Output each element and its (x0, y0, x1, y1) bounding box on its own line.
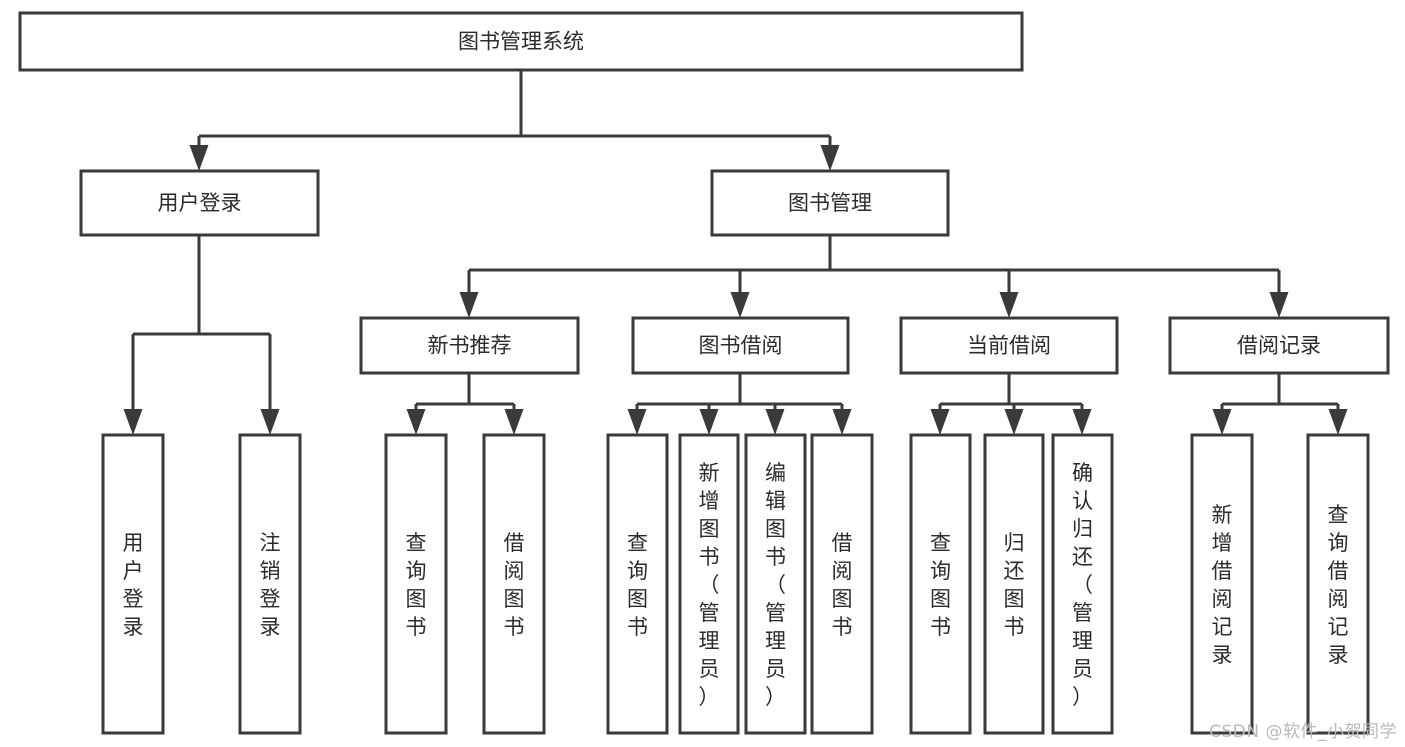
level3-box[interactable] (359, 316, 580, 375)
level3-label: 新书推荐 (428, 334, 512, 358)
leaf-box[interactable] (1051, 433, 1114, 735)
level2-label: 用户登录 (158, 191, 242, 215)
leaf-label: 查询借阅记录 (1328, 503, 1349, 667)
leaf-box[interactable] (238, 433, 302, 735)
group-3-branch-1-head (1328, 409, 1348, 435)
level3-label: 图书借阅 (699, 334, 783, 358)
root-branch-0-head (189, 145, 209, 171)
leaf-box[interactable] (678, 433, 740, 735)
leaf-label: 注销登录 (260, 531, 281, 639)
leaf-box[interactable] (909, 433, 972, 735)
csdn-watermark: CSDN @软件_小贺同学 (1209, 722, 1397, 742)
login-branch-0-head (123, 409, 143, 435)
group-0-branch-0-head (406, 409, 426, 435)
root-node[interactable]: 图书管理系统 (18, 11, 1024, 72)
leaf-node[interactable]: 新增借阅记录 (1190, 433, 1254, 735)
leaf-label: 新增图书（管理员） (699, 461, 720, 709)
leaf-label: 借阅图书 (832, 531, 853, 639)
group-1-branch-3-head (832, 409, 852, 435)
manage-branch-1-head (730, 292, 750, 318)
leaf-label: 确认归还（管理员） (1072, 461, 1093, 709)
leaf-box[interactable] (482, 433, 546, 735)
level3-box[interactable] (1168, 316, 1390, 375)
level3-node[interactable]: 图书借阅 (631, 316, 850, 375)
group-1-branch-0-head (627, 409, 647, 435)
level2-label: 图书管理 (788, 191, 872, 215)
root-branch-1-head (820, 145, 840, 171)
leaf-node[interactable]: 编辑图书（管理员） (744, 433, 807, 735)
root-box[interactable] (18, 11, 1024, 72)
leaf-node[interactable]: 注销登录 (238, 433, 302, 735)
group-3-branch-0-head (1212, 409, 1232, 435)
group-2-branch-0-head (930, 409, 950, 435)
leaf-box[interactable] (810, 433, 874, 735)
leaf-node[interactable]: 归还图书 (983, 433, 1045, 735)
level2-box[interactable] (79, 169, 320, 237)
level3-node[interactable]: 新书推荐 (359, 316, 580, 375)
group-0-branch-1-head (504, 409, 524, 435)
leaf-label: 借阅图书 (504, 531, 525, 639)
leaf-node[interactable]: 查询图书 (606, 433, 669, 735)
leaf-box[interactable] (606, 433, 669, 735)
root-label: 图书管理系统 (458, 30, 584, 54)
leaf-node[interactable]: 查询图书 (384, 433, 448, 735)
leaf-node[interactable]: 借阅图书 (482, 433, 546, 735)
leaf-node[interactable]: 借阅图书 (810, 433, 874, 735)
leaf-box[interactable] (744, 433, 807, 735)
level3-node[interactable]: 当前借阅 (899, 316, 1119, 375)
level2-node[interactable]: 用户登录 (79, 169, 320, 237)
leaf-box[interactable] (101, 433, 165, 735)
manage-branch-3-head (1269, 292, 1289, 318)
level3-label: 借阅记录 (1237, 334, 1321, 358)
connector-layer (123, 70, 1348, 435)
level3-box[interactable] (899, 316, 1119, 375)
leaf-box[interactable] (1190, 433, 1254, 735)
group-2-branch-2-head (1072, 409, 1092, 435)
leaf-label: 新增借阅记录 (1212, 503, 1233, 667)
group-1-branch-1-head (699, 409, 719, 435)
level2-node[interactable]: 图书管理 (710, 169, 950, 237)
group-1-branch-2-head (765, 409, 785, 435)
leaf-box[interactable] (384, 433, 448, 735)
leaf-label: 编辑图书（管理员） (765, 461, 786, 709)
leaf-label: 用户登录 (123, 531, 144, 639)
level3-label: 当前借阅 (967, 334, 1051, 358)
leaf-box[interactable] (983, 433, 1045, 735)
leaf-node[interactable]: 用户登录 (101, 433, 165, 735)
leaf-node[interactable]: 新增图书（管理员） (678, 433, 740, 735)
leaf-node[interactable]: 确认归还（管理员） (1051, 433, 1114, 735)
leaf-label: 查询图书 (627, 531, 648, 639)
leaf-node[interactable]: 查询图书 (909, 433, 972, 735)
login-branch-1-head (260, 409, 280, 435)
leaf-label: 查询图书 (930, 531, 951, 639)
leaf-box[interactable] (1306, 433, 1370, 735)
level3-box[interactable] (631, 316, 850, 375)
manage-branch-0-head (459, 292, 479, 318)
level2-box[interactable] (710, 169, 950, 237)
manage-branch-2-head (999, 292, 1019, 318)
node-layer: 图书管理系统用户登录图书管理新书推荐图书借阅当前借阅借阅记录用户登录注销登录查询… (18, 11, 1390, 735)
group-2-branch-1-head (1004, 409, 1024, 435)
leaf-label: 查询图书 (406, 531, 427, 639)
leaf-label: 归还图书 (1004, 531, 1025, 639)
level3-node[interactable]: 借阅记录 (1168, 316, 1390, 375)
leaf-node[interactable]: 查询借阅记录 (1306, 433, 1370, 735)
